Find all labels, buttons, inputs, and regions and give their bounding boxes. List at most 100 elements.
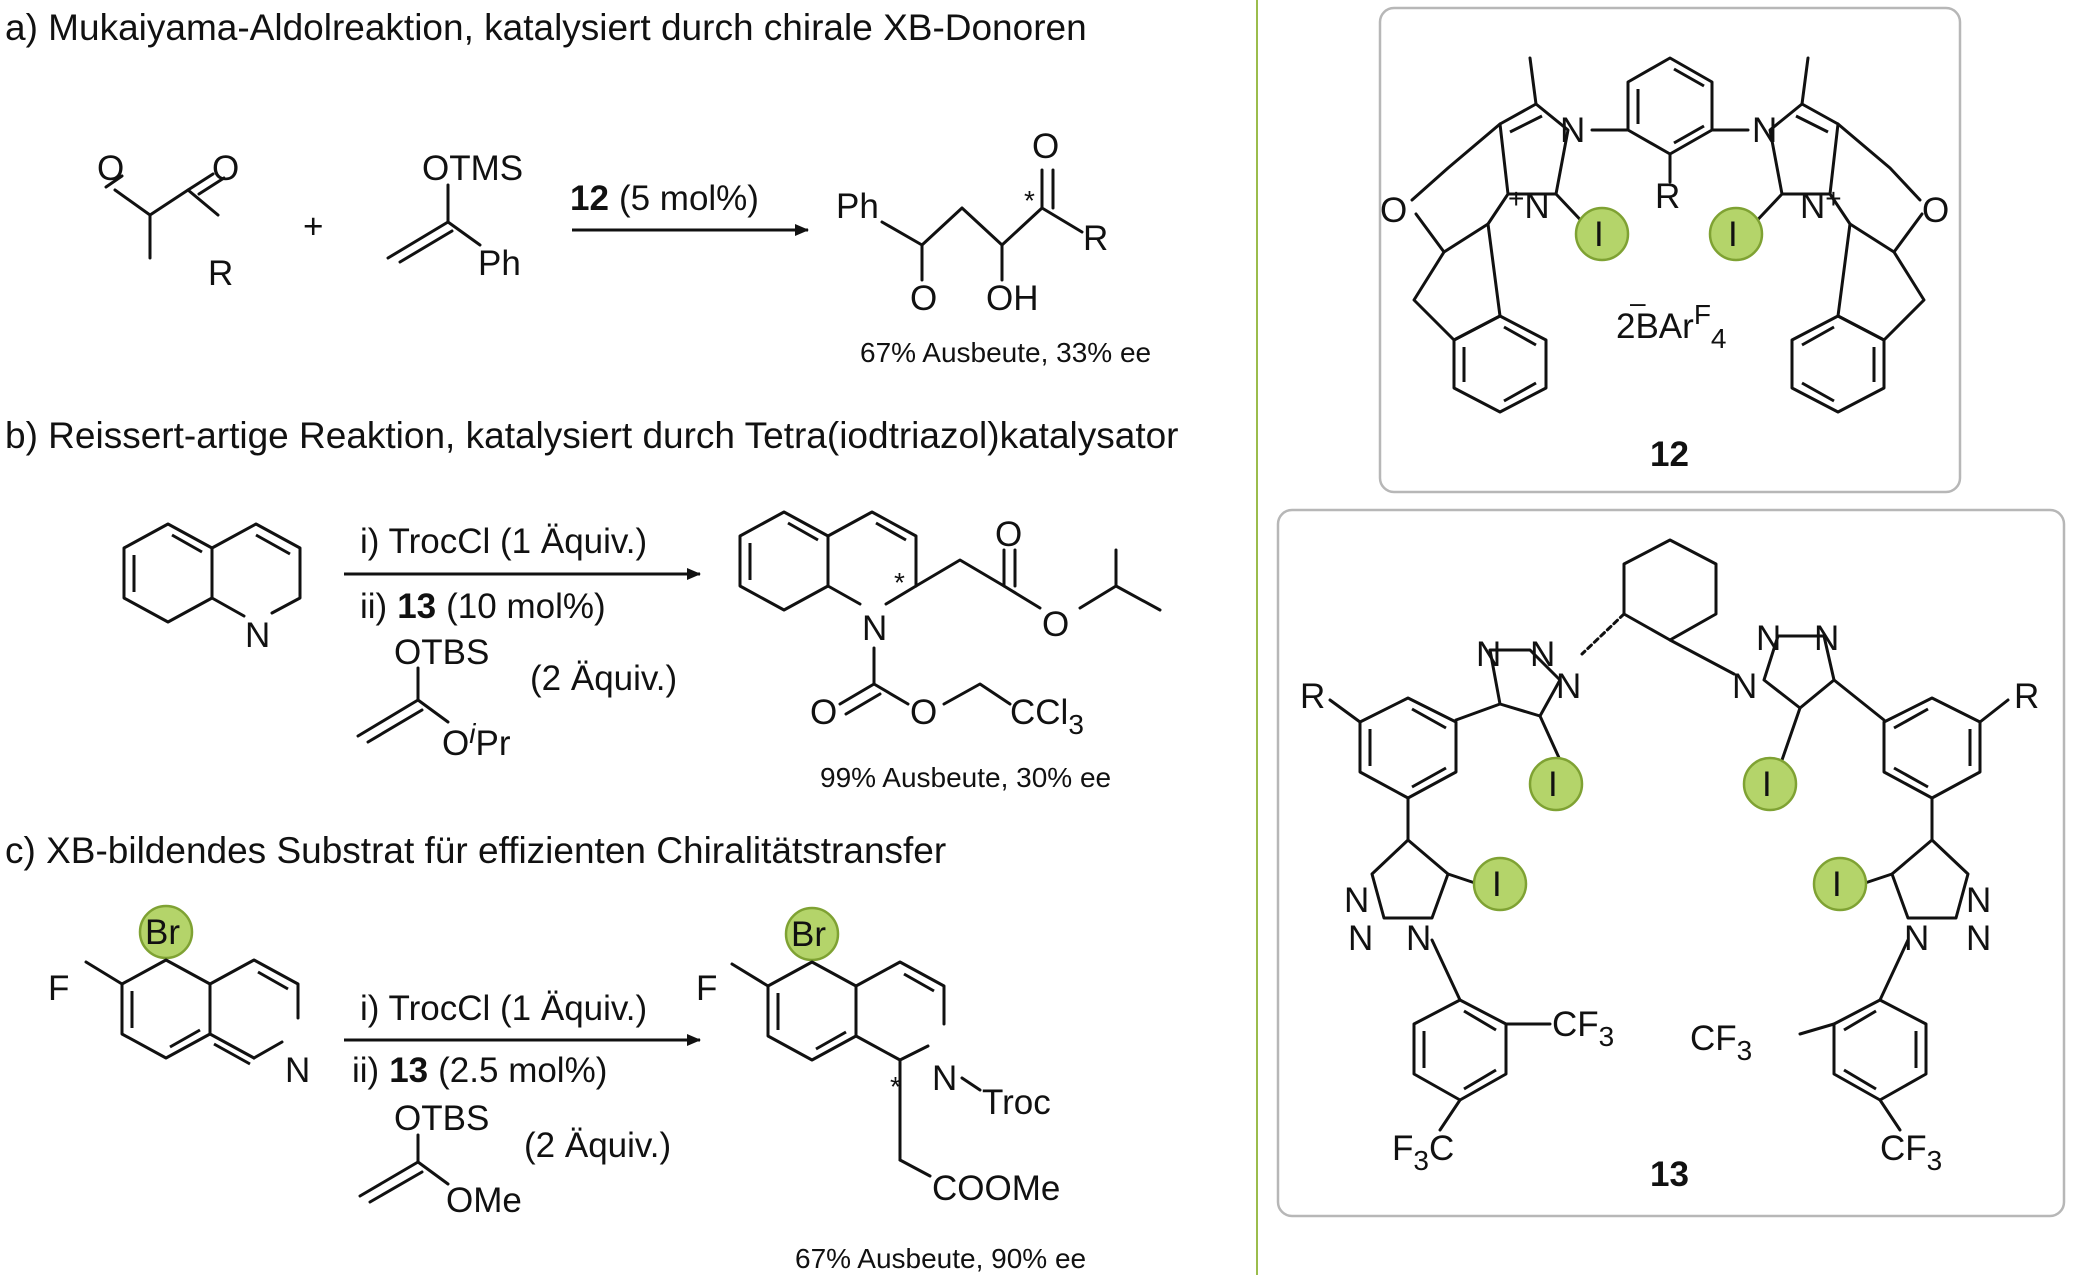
svg-text:*: * bbox=[890, 1071, 901, 1102]
catalyst-12-panel bbox=[1378, 6, 1962, 494]
glyoxal-reactant: O O R bbox=[97, 149, 239, 293]
catalyst-12-label: 12 bbox=[1650, 435, 1689, 474]
svg-text:F: F bbox=[696, 969, 717, 1008]
iodine-ball-icon-5 bbox=[1742, 756, 1798, 812]
svg-text:F: F bbox=[48, 969, 69, 1008]
iodine-ball-icon-2 bbox=[1708, 206, 1764, 262]
svg-text:N: N bbox=[1530, 635, 1555, 674]
svg-text:N: N bbox=[1344, 881, 1369, 920]
svg-text:Br: Br bbox=[145, 913, 180, 952]
iodine-ball-icon-4 bbox=[1472, 856, 1528, 912]
step1-c: i) TrocCl (1 Äquiv.) bbox=[360, 989, 647, 1028]
svg-text:N: N bbox=[285, 1051, 310, 1090]
svg-text:+: + bbox=[303, 207, 323, 246]
svg-text:N: N bbox=[245, 616, 270, 655]
svg-text:O: O bbox=[1032, 127, 1059, 166]
svg-text:Br: Br bbox=[791, 915, 826, 954]
svg-text:O: O bbox=[910, 279, 937, 318]
equiv-c: (2 Äquiv.) bbox=[524, 1126, 671, 1165]
svg-text:Ph: Ph bbox=[478, 244, 521, 283]
svg-text:I: I bbox=[1832, 865, 1842, 904]
svg-text:OH: OH bbox=[986, 279, 1039, 318]
svg-text:N: N bbox=[862, 609, 887, 648]
svg-text:R: R bbox=[208, 254, 233, 293]
svg-text:O: O bbox=[97, 149, 124, 188]
cat-ref-c: 13 bbox=[389, 1051, 428, 1090]
svg-text:O: O bbox=[1380, 191, 1407, 230]
svg-text:N: N bbox=[1752, 111, 1777, 150]
otms-label: OTMS bbox=[422, 149, 523, 188]
svg-text:N: N bbox=[1348, 919, 1373, 958]
svg-text:Troc: Troc bbox=[982, 1083, 1051, 1122]
svg-text:Ph: Ph bbox=[836, 187, 879, 226]
svg-text:O: O bbox=[995, 515, 1022, 554]
svg-text:N: N bbox=[1732, 667, 1757, 706]
svg-text:N: N bbox=[1560, 111, 1585, 150]
svg-text:OiPr: OiPr bbox=[442, 718, 511, 763]
otbs-label-b: OTBS bbox=[394, 633, 489, 672]
svg-text:N: N bbox=[1966, 881, 1991, 920]
svg-text:+N: +N bbox=[1508, 183, 1550, 226]
svg-text:R: R bbox=[1083, 219, 1108, 258]
aldol-product: Ph O OH O R * bbox=[836, 127, 1108, 318]
ketene-acetal-b: OTBS OiPr bbox=[356, 633, 511, 763]
svg-text:COOMe: COOMe bbox=[932, 1169, 1060, 1208]
section-b-header: b) Reissert-artige Reaktion, katalysiert… bbox=[5, 415, 1179, 456]
catalyst-13-structure: N N N I R N N N I CF3 F3C N N bbox=[1300, 538, 2039, 1176]
section-c-header: c) XB-bildendes Substrat für effizienten… bbox=[5, 830, 946, 871]
svg-text:R: R bbox=[1655, 177, 1680, 216]
quinoline-reactant: N bbox=[122, 522, 302, 655]
svg-text:12(5 mol%): 12(5 mol%) bbox=[570, 179, 759, 218]
svg-text:O: O bbox=[910, 693, 937, 732]
svg-text:I: I bbox=[1548, 765, 1558, 804]
svg-text:CCl3: CCl3 bbox=[1010, 693, 1084, 740]
svg-text:N: N bbox=[1904, 919, 1929, 958]
svg-text:ii)13(10 mol%): ii)13(10 mol%) bbox=[360, 587, 606, 626]
svg-text:N: N bbox=[1406, 919, 1431, 958]
svg-text:OMe: OMe bbox=[446, 1181, 522, 1220]
svg-text:R: R bbox=[1300, 677, 1325, 716]
svg-text:I: I bbox=[1492, 865, 1502, 904]
svg-text:N: N bbox=[1814, 619, 1839, 658]
iodine-ball-icon bbox=[1574, 206, 1630, 262]
svg-text:ii)13(2.5 mol%): ii)13(2.5 mol%) bbox=[352, 1051, 607, 1090]
iodine-ball-icon-6 bbox=[1812, 856, 1868, 912]
svg-text:N: N bbox=[932, 1059, 957, 1098]
bromine-ball-icon-product bbox=[784, 906, 840, 962]
section-a-header: a) Mukaiyama-Aldolreaktion, katalysiert … bbox=[5, 7, 1087, 48]
bromine-ball-icon bbox=[138, 904, 194, 960]
yield-c: 67% Ausbeute, 90% ee bbox=[795, 1243, 1086, 1274]
svg-text:N: N bbox=[1756, 619, 1781, 658]
svg-text:O: O bbox=[810, 693, 837, 732]
otbs-label-c: OTBS bbox=[394, 1099, 489, 1138]
reissert-product-c: Br F N * Troc COOMe bbox=[696, 906, 1060, 1208]
yield-a: 67% Ausbeute, 33% ee bbox=[860, 337, 1151, 368]
svg-text:*: * bbox=[1024, 185, 1035, 216]
step1-b: i) TrocCl (1 Äquiv.) bbox=[360, 522, 647, 561]
svg-text:N: N bbox=[1966, 919, 1991, 958]
silyl-enol-ether: OTMS Ph bbox=[386, 149, 523, 283]
svg-text:N: N bbox=[1556, 667, 1581, 706]
svg-text:O: O bbox=[1922, 191, 1949, 230]
isoquinoline-reactant: Br F N bbox=[48, 904, 310, 1090]
svg-text:I: I bbox=[1762, 765, 1772, 804]
yield-b: 99% Ausbeute, 30% ee bbox=[820, 762, 1111, 793]
svg-text:I: I bbox=[1594, 215, 1604, 254]
svg-text:O: O bbox=[1042, 605, 1069, 644]
svg-text:–: – bbox=[1630, 287, 1646, 318]
ketene-acetal-c: OTBS OMe bbox=[358, 1099, 522, 1220]
reissert-product-b: N * O O O O CCl3 bbox=[738, 510, 1162, 740]
catalyst-13-label: 13 bbox=[1650, 1155, 1689, 1194]
svg-text:O: O bbox=[212, 149, 239, 188]
svg-text:*: * bbox=[894, 567, 905, 598]
cat-ref-a: 12 bbox=[570, 179, 609, 218]
svg-text:CF3: CF3 bbox=[1880, 1129, 1942, 1176]
catalyst-13-panel bbox=[1276, 508, 2066, 1218]
svg-text:R: R bbox=[2014, 677, 2039, 716]
svg-text:N: N bbox=[1476, 635, 1501, 674]
iodine-ball-icon-3 bbox=[1528, 756, 1584, 812]
cat-ref-b: 13 bbox=[397, 587, 436, 626]
svg-text:I: I bbox=[1728, 215, 1738, 254]
equiv-b: (2 Äquiv.) bbox=[530, 659, 677, 698]
